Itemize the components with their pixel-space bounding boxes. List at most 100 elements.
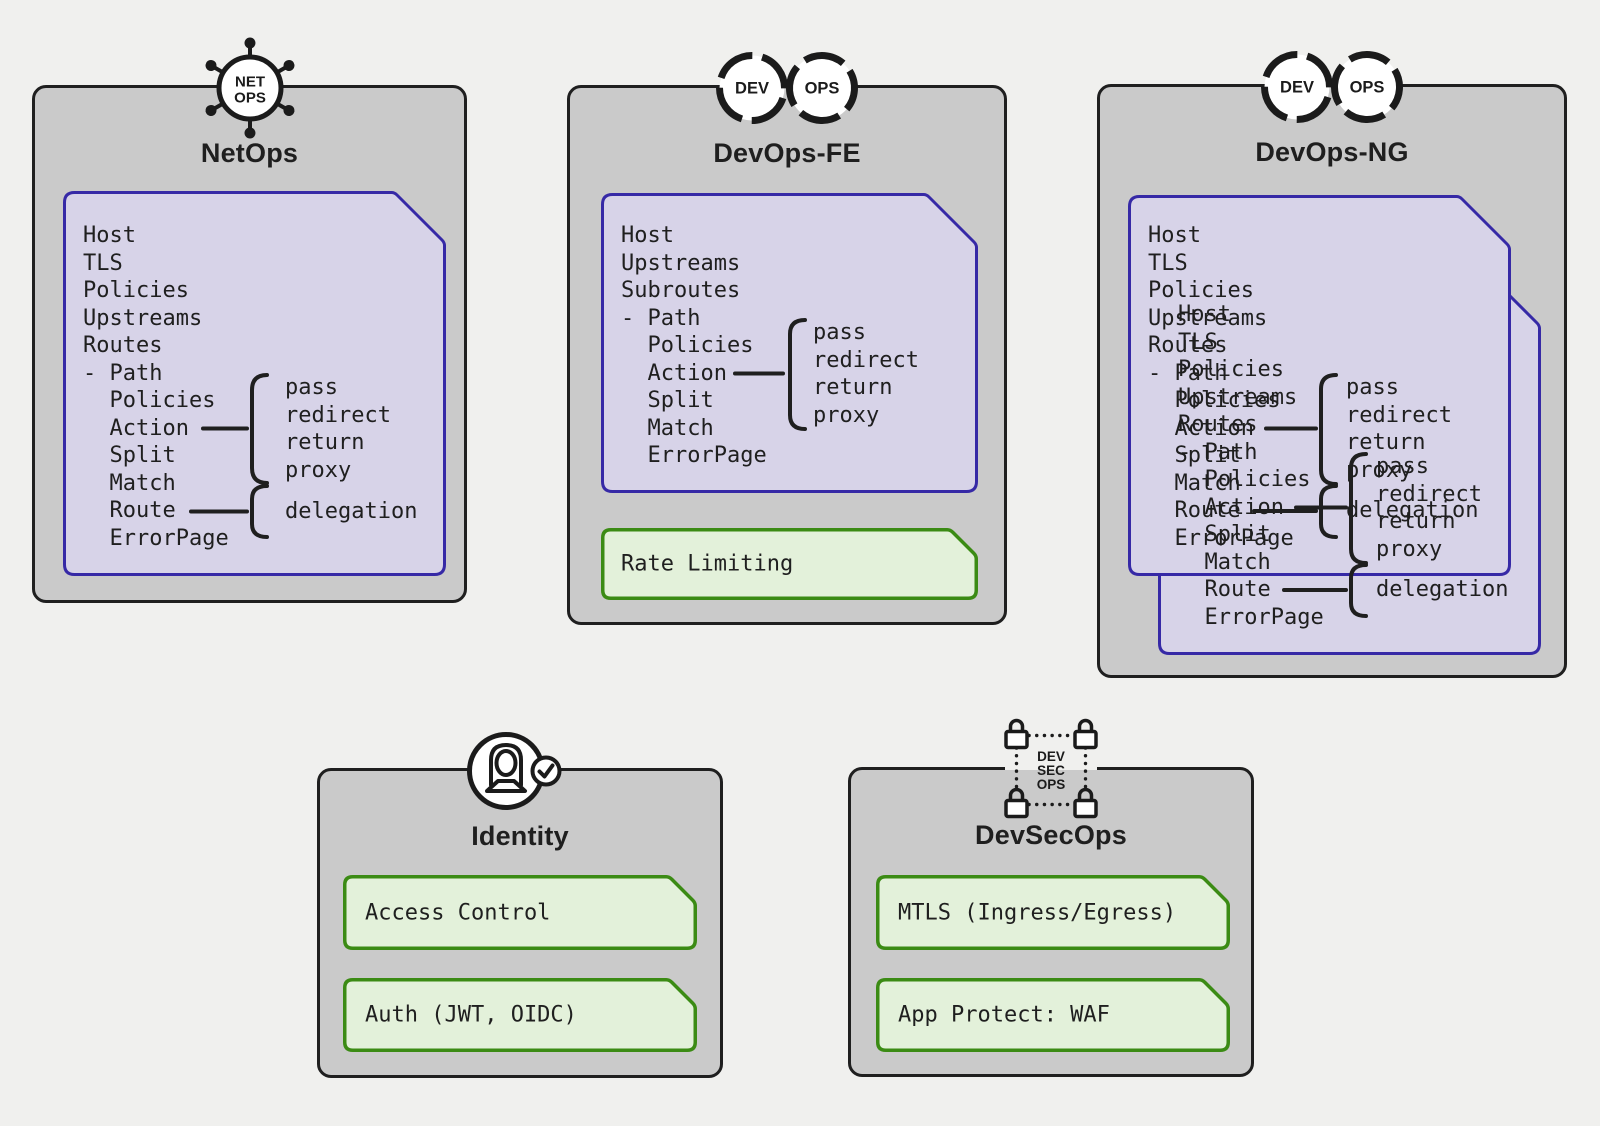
action-option: return (1346, 430, 1426, 456)
dev-icon-text: DEV (735, 80, 769, 98)
config-line: Action (1178, 494, 1284, 520)
config-line: ErrorPage (1148, 525, 1294, 551)
config-line: Match (1178, 549, 1271, 575)
action-option: pass (813, 320, 866, 346)
auth-chip: Auth (JWT, OIDC) (343, 978, 697, 1052)
config-line: Host (621, 223, 674, 248)
person-hair (489, 743, 523, 787)
config-line: Upstreams (621, 250, 741, 276)
config-line: Routes (1178, 412, 1258, 437)
check-icon (537, 763, 555, 779)
config-line: Action (1148, 415, 1254, 441)
padlock-icon (1004, 787, 1029, 819)
action-option: proxy (1346, 457, 1413, 483)
config-line: Route (83, 498, 176, 523)
action-option: proxy (1376, 536, 1443, 562)
config-line: - Path (1148, 360, 1228, 386)
config-line: Action (83, 415, 189, 441)
config-line: - Path (621, 305, 701, 331)
config-line: Policies (83, 388, 216, 413)
devops-cycle-icon: DEV OPS (1261, 51, 1403, 123)
ops-icon-text: OPS (1350, 79, 1385, 97)
auth-label: Auth (JWT, OIDC) (365, 1002, 577, 1028)
config-line: Upstreams (1178, 384, 1298, 410)
padlock-icon (1073, 787, 1098, 819)
check-badge (530, 755, 562, 787)
action-option: redirect (1346, 402, 1452, 428)
devops-ng-title: DevOps-NG (1255, 137, 1409, 167)
mtls-label: MTLS (Ingress/Egress) (898, 900, 1177, 925)
config-line: - Path (1178, 439, 1258, 465)
netops-icon-text-2: OPS (234, 90, 266, 107)
netops-route-option: delegation (285, 498, 417, 526)
devops-fe-title: DevOps-FE (713, 138, 861, 168)
action-option: return (1376, 509, 1456, 535)
devsecops-icon-text-1: DEV (1037, 749, 1065, 764)
devops-ng-route-option: delegation (1346, 497, 1478, 525)
config-line: Route (1148, 498, 1241, 523)
devsecops-locks-icon: DEV SEC OPS (1004, 710, 1098, 830)
config-line: Split (1178, 522, 1271, 547)
config-line: Match (1148, 470, 1241, 496)
config-line: - Path (83, 360, 163, 386)
route-option: delegation (1376, 577, 1509, 603)
config-line: Policies (83, 278, 189, 303)
ops-icon-text: OPS (805, 80, 840, 98)
config-line: Split (621, 388, 714, 413)
config-line: Split (1148, 443, 1241, 468)
config-line: Route (1178, 577, 1271, 602)
action-option: redirect (813, 347, 919, 373)
action-option: redirect (285, 402, 391, 428)
padlock-icon (1004, 718, 1029, 750)
netops-icon-text-1: NET (235, 74, 265, 91)
dev-icon-text: DEV (1280, 79, 1314, 97)
devsecops-card: DEV SEC OPS DevSecOps MTLS (Ingress/Egre… (848, 710, 1254, 1077)
config-line: Match (621, 415, 714, 441)
config-line: Routes (83, 333, 163, 358)
config-line: Upstreams (83, 305, 203, 331)
dotted-square (1014, 733, 1088, 807)
rate-limiting-chip: Rate Limiting (601, 528, 978, 600)
action-option: proxy (813, 402, 880, 428)
config-line: ErrorPage (1178, 604, 1324, 630)
netops-hub-icon: NET OPS (205, 37, 294, 139)
config-line: ErrorPage (83, 525, 229, 551)
person-shoulders (485, 779, 527, 793)
route-option: delegation (1346, 498, 1479, 524)
config-line: Match (83, 470, 176, 496)
config-line: Policies (1178, 467, 1311, 492)
config-line: Policies (1178, 357, 1284, 382)
identity-card: Identity Access Control Auth (JWT, OIDC) (317, 732, 723, 1078)
devops-ng-back-route-option: delegation (1376, 576, 1508, 604)
devsecops-icon-text-3: OPS (1037, 777, 1066, 792)
config-line: TLS (83, 250, 123, 276)
devops-cycle-icon: DEV OPS (716, 52, 858, 124)
config-line: Action (621, 360, 727, 386)
config-line: Routes (1148, 333, 1228, 358)
access-control-chip: Access Control (343, 875, 697, 950)
route-option: delegation (285, 498, 418, 524)
action-option: pass (285, 375, 338, 401)
mtls-chip: MTLS (Ingress/Egress) (876, 875, 1230, 950)
padlock-icon (1073, 718, 1098, 750)
config-line: Policies (1148, 278, 1254, 303)
config-line: Subroutes (621, 278, 741, 303)
action-option: pass (1346, 375, 1399, 401)
access-control-label: Access Control (365, 900, 551, 925)
config-line: Host (83, 223, 136, 248)
config-line: Host (1148, 223, 1201, 248)
action-option: return (813, 375, 893, 401)
config-line: Policies (621, 333, 754, 358)
